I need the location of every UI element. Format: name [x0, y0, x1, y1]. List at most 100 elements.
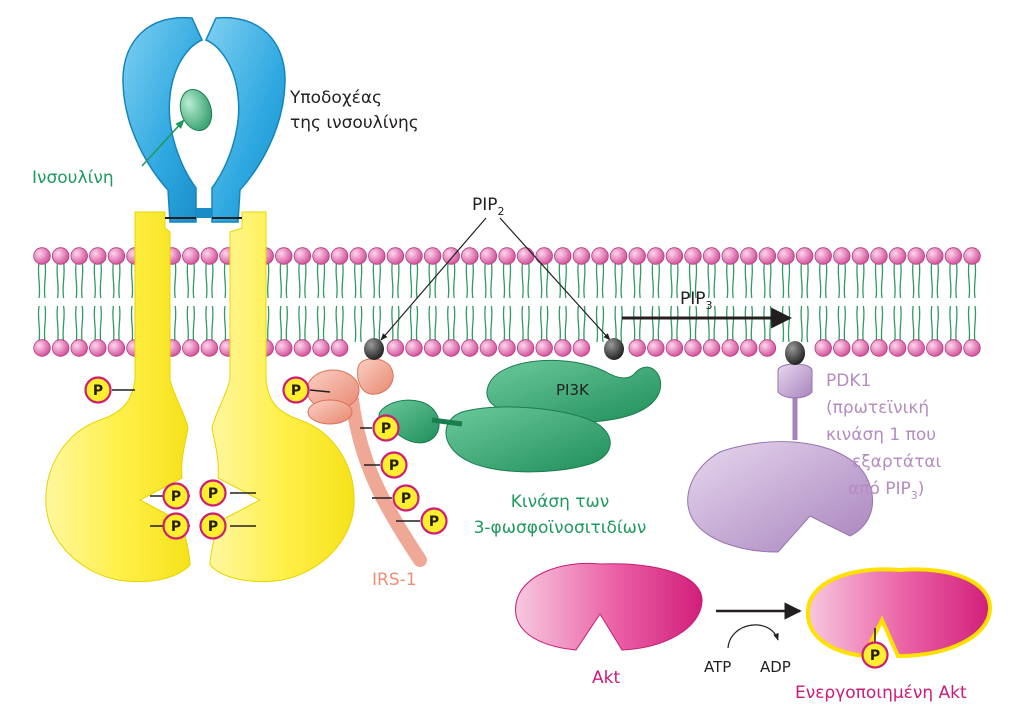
lipid-head [33, 339, 51, 357]
lipid-head [907, 247, 925, 265]
lipid-head [572, 339, 591, 357]
lipid-head [963, 247, 981, 265]
pip2-pointer-lines [380, 217, 611, 341]
lipid-tail [781, 261, 791, 299]
lipid-tail [428, 305, 437, 343]
lipid-head [591, 247, 609, 265]
pi3k-label: PI3K [556, 381, 590, 399]
receptor-label-line2: της ινσουλίνης [290, 113, 419, 133]
phosphate-label: P [401, 491, 411, 507]
lipid-head [349, 247, 367, 265]
lipid-tail [428, 261, 437, 299]
phosphate-label: P [429, 514, 439, 530]
lipid-head [535, 247, 553, 265]
lipid-head [368, 247, 386, 265]
lipid-head [89, 339, 107, 357]
lipid-tail [744, 261, 754, 299]
lipid-head [870, 339, 888, 357]
lipid-tail [298, 261, 307, 299]
lipid-tail [781, 305, 791, 343]
lipid-head [684, 247, 702, 265]
lipid-tail [837, 261, 847, 299]
lipid-tail [484, 261, 493, 299]
lipid-tail [316, 261, 326, 299]
lipid-tail [335, 305, 344, 343]
lipid-tail [56, 261, 65, 299]
phosphate-bond [309, 389, 331, 393]
pdk1-kinase-body [687, 441, 874, 553]
lipid-tail [37, 305, 47, 343]
irs1-label: IRS-1 [372, 570, 417, 590]
pdk1-label-line4: εξαρτάται [852, 452, 942, 472]
lipid-head [312, 247, 330, 265]
lipid-tail [688, 261, 698, 299]
lipid-head [665, 247, 684, 265]
lipid-tail [446, 261, 456, 299]
lipid-tail [521, 305, 530, 343]
phosphate-circle [420, 507, 448, 535]
lipid-head [405, 339, 423, 357]
lipid-heads-inner [33, 339, 981, 357]
lipid-tail [353, 261, 363, 299]
lipid-head [758, 339, 777, 357]
irs1-ph-domain [357, 358, 394, 395]
lipid-head [442, 247, 460, 265]
lipid-tail [893, 261, 902, 299]
lipid-head [275, 339, 293, 357]
lipid-tail [893, 305, 902, 343]
lipid-tail [763, 305, 772, 343]
lipid-head [107, 247, 126, 265]
lipid-tail [186, 305, 196, 343]
phosphate-label: P [171, 519, 181, 535]
lipid-tail [800, 261, 809, 299]
insulin-molecule [179, 88, 213, 132]
phosphate-circle [861, 641, 889, 669]
adp-label: ADP [760, 658, 791, 676]
phosphate-label: P [208, 519, 218, 535]
irs1-tail [345, 393, 427, 567]
lipid-head [293, 339, 312, 357]
pip2-label-sub: 2 [498, 205, 505, 218]
lipid-head [200, 339, 219, 357]
pip3-label-text: PIP [680, 289, 706, 309]
lipid-tail [930, 261, 940, 299]
lipid-tail [632, 261, 642, 299]
receptor-beta-right [209, 211, 355, 583]
lipid-head [554, 247, 572, 265]
lipid-head [405, 247, 423, 265]
lipid-head [833, 247, 851, 265]
pip2-arrow-right [499, 217, 611, 341]
lipid-tail [837, 305, 847, 343]
cell-membrane [33, 247, 981, 357]
pdk1-label-line1: PDK1 [826, 371, 871, 391]
lipid-head [461, 247, 479, 265]
lipid-tail [949, 261, 958, 299]
lipid-head [665, 339, 684, 357]
phosphate-label: P [381, 421, 391, 437]
receptor-alpha-left [122, 16, 203, 223]
lipid-head [330, 247, 349, 265]
lipid-head [795, 247, 814, 265]
lipid-tail [930, 305, 940, 343]
phosphate-label: P [171, 489, 181, 505]
lipid-tail [651, 305, 661, 343]
lipid-head [628, 339, 646, 357]
lipid-head [888, 339, 907, 357]
lipid-head [516, 339, 535, 357]
pip2-label: PIP2 [472, 195, 505, 218]
lipid-tail [316, 305, 326, 343]
lipid-head [777, 247, 795, 265]
lipid-head [609, 247, 628, 265]
receptor-label-line1: Υποδοχέας [289, 88, 382, 108]
pip2-head-right [604, 338, 624, 360]
lipid-head [70, 339, 88, 357]
lipid-tail [856, 305, 865, 343]
lipid-tail [911, 305, 921, 343]
lipid-head [330, 339, 349, 357]
pdk1-label-line5: από PIP3) [848, 479, 924, 502]
pdk1-label-line5-sub: 3 [911, 489, 918, 502]
pi3k-name-line1: Κινάση των [511, 492, 610, 512]
